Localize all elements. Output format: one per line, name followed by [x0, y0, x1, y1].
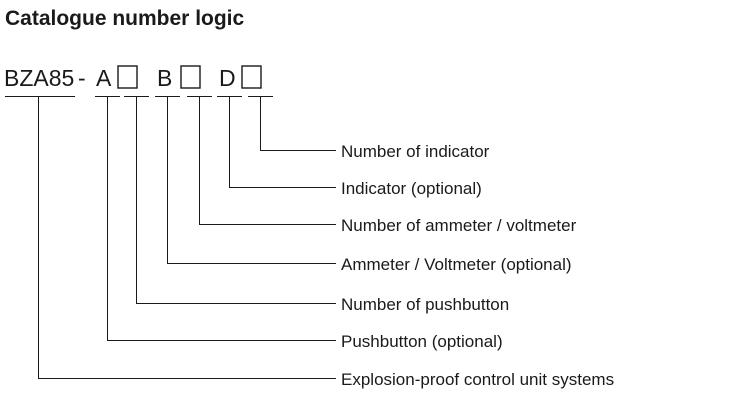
legend-label-explosion-proof-control-unit-systems: Explosion-proof control unit systems — [341, 370, 614, 389]
legend-labels: Number of indicator Indicator (optional)… — [341, 142, 614, 389]
leader-number-of-ammeter-voltmeter — [198, 96, 336, 226]
code-segment-a: A — [96, 65, 112, 91]
catalogue-code-row: BZA85 - A B D — [4, 65, 262, 91]
legend-label-number-of-ammeter-voltmeter: Number of ammeter / voltmeter — [341, 216, 577, 235]
leader-number-of-pushbutton — [135, 96, 336, 305]
legend-label-pushbutton-optional: Pushbutton (optional) — [341, 332, 503, 351]
leader-pushbutton-optional — [106, 96, 336, 342]
code-segment-a-box[interactable] — [117, 65, 138, 89]
code-segment-b-box[interactable] — [180, 65, 201, 89]
code-prefix: BZA85 — [4, 65, 74, 91]
legend-label-indicator-optional: Indicator (optional) — [341, 179, 482, 198]
leader-lines — [37, 96, 336, 380]
leader-indicator-optional — [228, 96, 336, 189]
leader-ammeter-voltmeter-optional — [166, 96, 336, 265]
legend-label-number-of-indicator: Number of indicator — [341, 142, 490, 161]
code-segment-b: B — [157, 65, 172, 91]
code-segment-d-box[interactable] — [241, 65, 262, 89]
leader-number-of-indicator — [259, 96, 336, 152]
page-title: Catalogue number logic — [5, 7, 245, 30]
leader-explosion-proof-control-unit-systems — [37, 96, 336, 380]
legend-label-ammeter-voltmeter-optional: Ammeter / Voltmeter (optional) — [341, 255, 572, 274]
code-segment-d: D — [219, 65, 236, 91]
code-dash: - — [78, 65, 86, 91]
legend-label-number-of-pushbutton: Number of pushbutton — [341, 295, 509, 314]
